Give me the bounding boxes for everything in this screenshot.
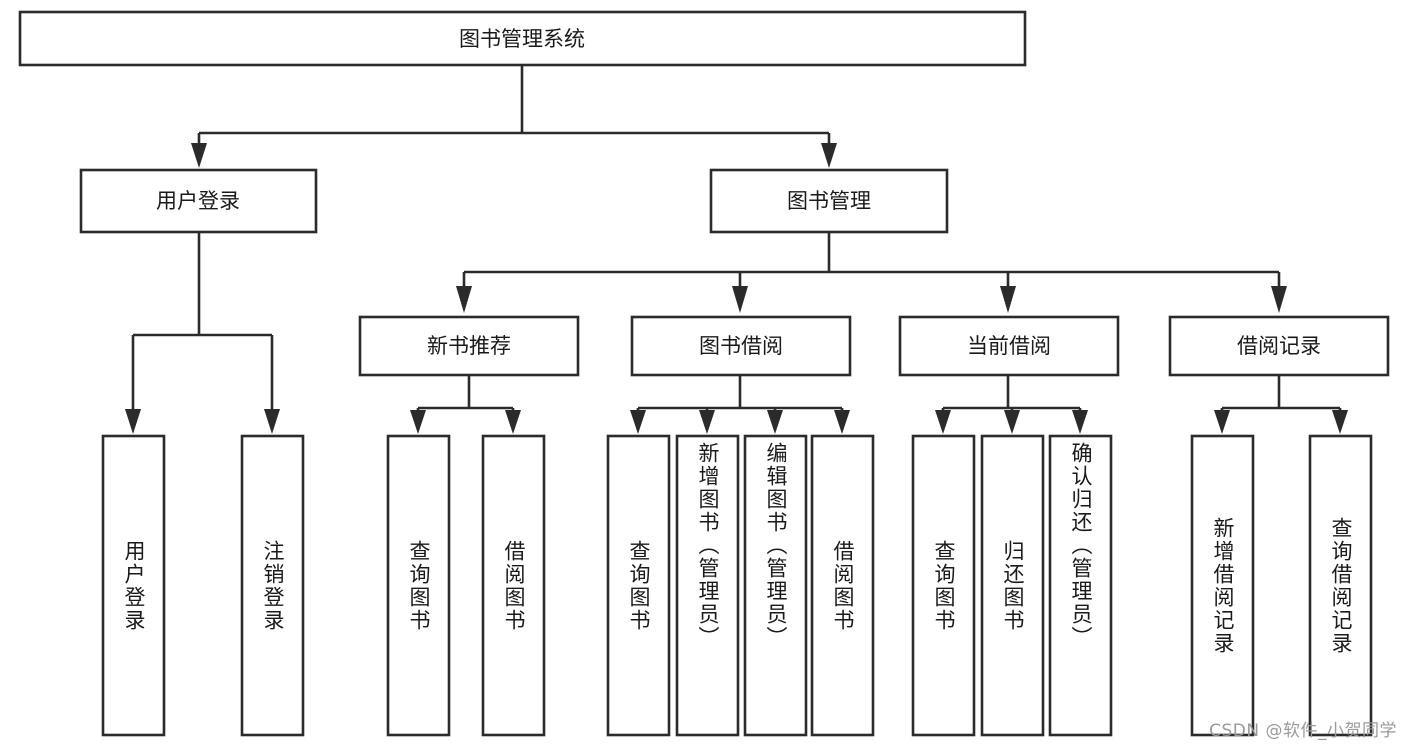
watermark-text: CSDN @软件_小贺同学: [1209, 721, 1397, 741]
arrow-book-borrow-leaf-4: [834, 410, 850, 434]
arrow-new-book-rec-leaf-2: [505, 410, 521, 434]
arrow-current-borrow-leaf-1: [935, 410, 951, 434]
arrow-book-admin-to-new-book-rec: [456, 286, 472, 313]
leaf-box-borrow-book-2[interactable]: [810, 434, 875, 737]
arrow-book-admin-to-book-borrow: [732, 286, 748, 313]
node-user-login-label: 用户登录: [156, 189, 240, 213]
leaf-box-query-book-3[interactable]: [911, 434, 976, 737]
leaf-box-add-book[interactable]: [675, 434, 740, 737]
arrow-root-to-book-admin: [821, 143, 837, 168]
arrow-book-borrow-leaf-3: [767, 410, 783, 434]
arrow-current-borrow-leaf-3: [1072, 410, 1088, 434]
node-root[interactable]: 图书管理系统: [18, 10, 1027, 67]
leaf-box-query-book-1[interactable]: [386, 434, 451, 737]
connector-group-user-login: [125, 232, 280, 434]
arrow-book-admin-to-current-borrow: [1000, 286, 1016, 313]
node-book-admin-box[interactable]: [709, 168, 949, 234]
node-book-borrow[interactable]: 图书借阅: [630, 315, 852, 377]
connector-group-borrow-record: [1214, 375, 1348, 434]
node-book-admin[interactable]: 图书管理: [709, 168, 949, 234]
node-book-borrow-label: 图书借阅: [699, 334, 783, 358]
node-current-borrow[interactable]: 当前借阅: [898, 315, 1120, 377]
leaf-box-query-record[interactable]: [1308, 434, 1373, 737]
arrow-book-borrow-leaf-2: [699, 410, 715, 434]
arrow-borrow-record-leaf-2: [1332, 410, 1348, 434]
arrow-book-admin-to-borrow-record: [1271, 286, 1287, 313]
node-user-login[interactable]: 用户登录: [79, 168, 318, 234]
arrow-root-to-user-login: [191, 143, 207, 168]
node-current-borrow-box[interactable]: [898, 315, 1120, 377]
node-new-book-rec-label: 新书推荐: [427, 334, 511, 358]
node-root-label: 图书管理系统: [459, 27, 585, 51]
leaf-box-return-book[interactable]: [980, 434, 1045, 737]
node-book-borrow-box[interactable]: [630, 315, 852, 377]
connector-group-book-admin: [456, 232, 1287, 313]
arrow-current-borrow-leaf-2: [1004, 410, 1020, 434]
leaf-box-edit-book[interactable]: [743, 434, 808, 737]
leaf-box-add-record[interactable]: [1190, 434, 1255, 737]
node-borrow-record-box[interactable]: [1168, 315, 1390, 377]
leaf-box-query-book-2[interactable]: [606, 434, 671, 737]
arrow-new-book-rec-leaf-1: [410, 410, 426, 434]
connector-group-root: [191, 65, 837, 168]
node-borrow-record-label: 借阅记录: [1237, 334, 1321, 358]
connector-group-current-borrow: [935, 375, 1088, 434]
leaf-box-borrow-book-1[interactable]: [481, 434, 546, 737]
node-user-login-box[interactable]: [79, 168, 318, 234]
node-current-borrow-label: 当前借阅: [967, 334, 1051, 358]
connector-group-new-book-rec: [410, 375, 521, 434]
node-book-admin-label: 图书管理: [787, 189, 871, 213]
arrow-book-borrow-leaf-1: [630, 410, 646, 434]
arrow-user-login-leaf-1: [125, 409, 141, 434]
leaf-box-user-logout[interactable]: [240, 434, 305, 737]
connector-group-book-borrow: [630, 375, 850, 434]
arrow-borrow-record-leaf-1: [1214, 410, 1230, 434]
node-new-book-rec-box[interactable]: [358, 315, 580, 377]
arrow-user-login-leaf-2: [264, 409, 280, 434]
node-borrow-record[interactable]: 借阅记录: [1168, 315, 1390, 377]
node-new-book-rec[interactable]: 新书推荐: [358, 315, 580, 377]
leaf-box-user-login[interactable]: [101, 434, 166, 737]
leaf-box-confirm-return[interactable]: [1048, 434, 1113, 737]
node-root-box[interactable]: [18, 10, 1027, 67]
